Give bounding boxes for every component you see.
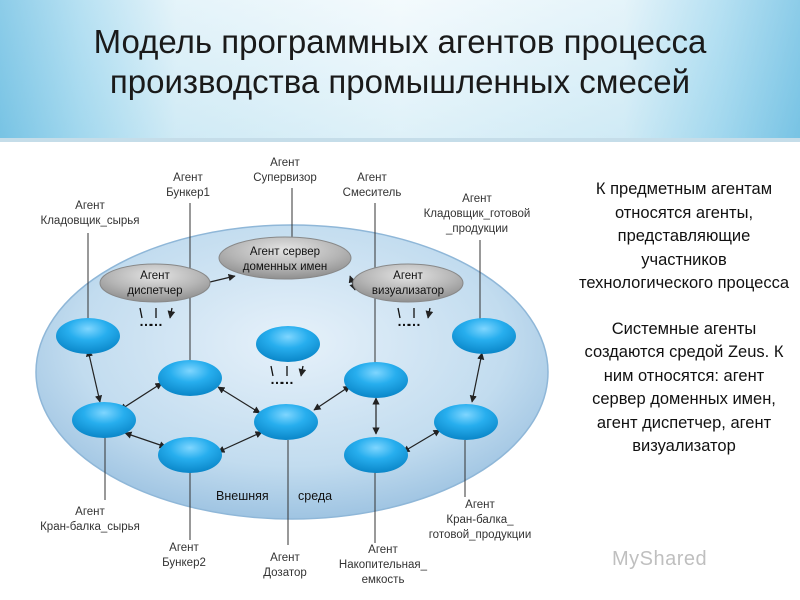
ellipsis-dispatcher: … … [139, 307, 172, 329]
svg-text:Агент: Агент [75, 200, 105, 212]
svg-text:…: … [270, 371, 284, 387]
node-crane-finished [434, 404, 498, 440]
svg-text:Агент: Агент [173, 172, 203, 184]
svg-text:Агент: Агент [462, 193, 492, 205]
dispatcher-line-2: диспетчер [127, 285, 182, 297]
side-text-subject-agents: К предметным агентам относятся агенты, п… [578, 180, 789, 292]
name-server-line-1: Агент сервер [250, 246, 320, 258]
svg-text:_продукции: _продукции [445, 223, 508, 235]
node-storekeeper-raw [56, 318, 120, 354]
title-line-1: Модель программных агентов процесса [93, 23, 707, 60]
label-mixer: Агент Смеситель [343, 172, 402, 199]
header-gradient [0, 0, 800, 140]
leader-lines [87, 188, 481, 545]
node-bunker2 [158, 437, 222, 473]
svg-text:…: … [149, 313, 163, 329]
svg-text:Агент: Агент [270, 157, 300, 169]
node-storage-tank [344, 437, 408, 473]
node-bunker1 [158, 360, 222, 396]
svg-text:Кран-балка_: Кран-балка_ [446, 514, 514, 526]
node-doser [254, 404, 318, 440]
visualizer-line-2: визуализатор [372, 285, 444, 297]
svg-text:Супервизор: Супервизор [253, 172, 317, 184]
svg-text:Кладовщик_готовой: Кладовщик_готовой [424, 208, 531, 220]
side-description: К предметным агентам относятся агенты, п… [576, 178, 792, 481]
label-storekeeper-finished: Агент Кладовщик_готовой _продукции [424, 193, 531, 235]
svg-text:Агент: Агент [169, 542, 199, 554]
svg-text:Кладовщик_сырья: Кладовщик_сырья [41, 215, 140, 227]
side-text-system-agents: Системные агенты создаются средой Zeus. … [584, 319, 784, 456]
label-bunker1: Агент Бункер1 [166, 172, 210, 199]
svg-text:Агент: Агент [357, 172, 387, 184]
node-storekeeper-finished [452, 318, 516, 354]
svg-text:Бункер1: Бункер1 [166, 187, 210, 199]
ellipsis-visualizer: … … [397, 307, 430, 329]
agent-connections [85, 274, 485, 453]
title-line-2: производства промышленных смесей [109, 63, 691, 100]
label-crane-raw: Агент Кран-балка_сырья [40, 506, 140, 533]
svg-text:емкость: емкость [362, 574, 405, 586]
system-agent-name-server: Агент сервер доменных имен [218, 236, 352, 280]
svg-text:…: … [407, 313, 421, 329]
svg-text:…: … [397, 313, 411, 329]
node-supervisor [256, 326, 320, 362]
svg-text:…: … [139, 313, 153, 329]
node-crane-raw [72, 402, 136, 438]
environment-label: Внешняя [216, 489, 269, 503]
agent-nodes [56, 318, 516, 473]
svg-text:Агент: Агент [465, 499, 495, 511]
header-divider [0, 138, 800, 142]
svg-text:Смеситель: Смеситель [343, 187, 402, 199]
label-crane-finished: Агент Кран-балка_ готовой_продукции [429, 499, 532, 541]
svg-text:Бункер2: Бункер2 [162, 557, 206, 569]
label-storekeeper-raw: Агент Кладовщик_сырья [41, 200, 140, 227]
environment-label-2: среда [298, 489, 332, 503]
svg-text:…: … [280, 371, 294, 387]
label-supervisor: Агент Супервизор [253, 157, 317, 184]
svg-text:Дозатор: Дозатор [263, 567, 307, 579]
svg-text:Накопительная_: Накопительная_ [339, 559, 428, 571]
agent-diagram: Агент сервер доменных имен Агент диспетч… [35, 157, 549, 586]
svg-text:готовой_продукции: готовой_продукции [429, 529, 532, 541]
ellipsis-supervisor: … … [270, 365, 303, 387]
system-agent-dispatcher: Агент диспетчер [99, 263, 211, 303]
watermark-logo: MyShared [612, 548, 708, 570]
label-storage-tank: Агент Накопительная_ емкость [339, 544, 428, 586]
svg-text:Агент: Агент [368, 544, 398, 556]
page-title: Модель программных агентов процесса прои… [0, 22, 800, 102]
name-server-line-2: доменных имен [243, 261, 327, 273]
visualizer-line-1: Агент [393, 270, 423, 282]
svg-text:Агент: Агент [75, 506, 105, 518]
system-agent-visualizer: Агент визуализатор [352, 263, 464, 303]
node-mixer [344, 362, 408, 398]
label-doser: Агент Дозатор [263, 552, 307, 579]
label-bunker2: Агент Бункер2 [162, 542, 206, 569]
dispatcher-line-1: Агент [140, 270, 170, 282]
svg-text:Кран-балка_сырья: Кран-балка_сырья [40, 521, 140, 533]
svg-text:Агент: Агент [270, 552, 300, 564]
